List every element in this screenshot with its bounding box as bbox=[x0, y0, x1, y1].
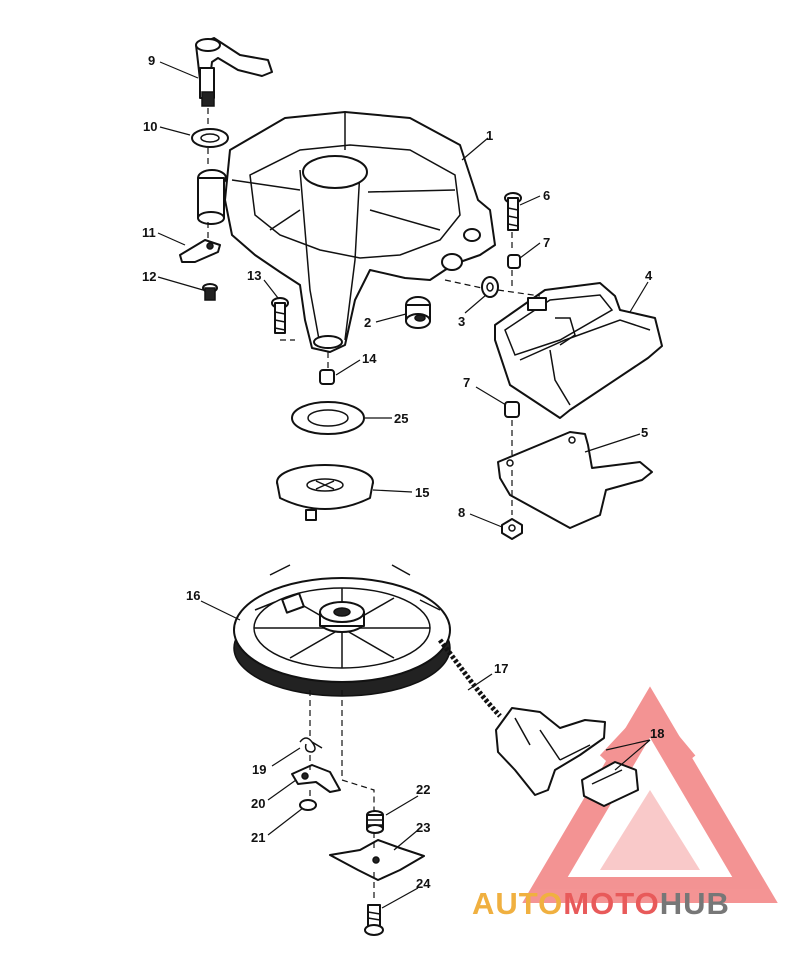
callout-25: 25 bbox=[394, 411, 408, 426]
callout-13: 13 bbox=[247, 268, 261, 283]
part-18-handle-insert bbox=[581, 761, 639, 807]
callout-11: 11 bbox=[142, 225, 156, 240]
part-12-screw bbox=[202, 283, 218, 301]
callout-21: 21 bbox=[251, 830, 265, 845]
callout-19: 19 bbox=[252, 762, 266, 777]
part-10-washer bbox=[191, 128, 229, 148]
svg-text:AUTOMOTOHUB: AUTOMOTOHUB bbox=[472, 886, 730, 921]
part-20-pawl bbox=[291, 764, 341, 793]
callout-8: 8 bbox=[458, 505, 465, 520]
part-25-washer bbox=[291, 401, 365, 435]
part-8-nut bbox=[501, 518, 523, 540]
callout-10: 10 bbox=[143, 119, 157, 134]
part-1-starter-housing bbox=[197, 111, 496, 353]
part-11-pawl bbox=[179, 239, 221, 263]
alignment-lines bbox=[207, 108, 541, 902]
part-16-rope-pulley bbox=[233, 564, 451, 697]
callout-1: 1 bbox=[486, 128, 493, 143]
part-23-plate bbox=[329, 839, 425, 881]
part-19-spring bbox=[299, 737, 323, 753]
callout-9: 9 bbox=[148, 53, 155, 68]
part-15-spring-cup bbox=[276, 464, 374, 521]
callout-14: 14 bbox=[362, 351, 377, 366]
part-3-washer bbox=[481, 276, 499, 298]
callout-24: 24 bbox=[416, 876, 431, 891]
leader-lines bbox=[157, 61, 651, 909]
part-4-interlock-housing bbox=[494, 282, 663, 419]
callout-6: 6 bbox=[543, 188, 550, 203]
callout-labels: 9 10 1 6 7 11 12 13 2 3 4 14 25 7 5 15 8… bbox=[142, 53, 664, 891]
part-24-bolt bbox=[364, 904, 384, 936]
callout-5: 5 bbox=[641, 425, 648, 440]
watermark-moto: MOTO bbox=[563, 886, 659, 921]
callout-7b: 7 bbox=[463, 375, 470, 390]
part-9-lever bbox=[195, 37, 273, 107]
watermark-text: AUTOMOTOHUB bbox=[472, 886, 730, 921]
callout-23: 23 bbox=[416, 820, 430, 835]
callout-15: 15 bbox=[415, 485, 429, 500]
callout-4: 4 bbox=[645, 268, 653, 283]
starter-handle bbox=[495, 707, 606, 796]
part-21-clip bbox=[299, 799, 317, 811]
callout-12: 12 bbox=[142, 269, 156, 284]
callout-22: 22 bbox=[416, 782, 430, 797]
part-7-spacer-top bbox=[507, 254, 521, 269]
part-14-spacer bbox=[319, 369, 335, 385]
part-2-bushing bbox=[405, 296, 431, 329]
watermark-auto: AUTO bbox=[472, 886, 563, 921]
callout-20: 20 bbox=[251, 796, 265, 811]
callout-16: 16 bbox=[186, 588, 200, 603]
callout-3: 3 bbox=[458, 314, 465, 329]
callout-18: 18 bbox=[650, 726, 664, 741]
part-6-screw bbox=[504, 192, 522, 231]
part-7-spacer-bottom bbox=[504, 401, 520, 418]
callout-7a: 7 bbox=[543, 235, 550, 250]
part-22-spring bbox=[366, 810, 384, 834]
part-13-bolt bbox=[271, 297, 289, 334]
callout-17: 17 bbox=[494, 661, 508, 676]
part-5-plate bbox=[497, 431, 653, 529]
part-17-rope bbox=[438, 638, 502, 718]
callout-2: 2 bbox=[364, 315, 371, 330]
watermark-hub: HUB bbox=[660, 886, 730, 921]
